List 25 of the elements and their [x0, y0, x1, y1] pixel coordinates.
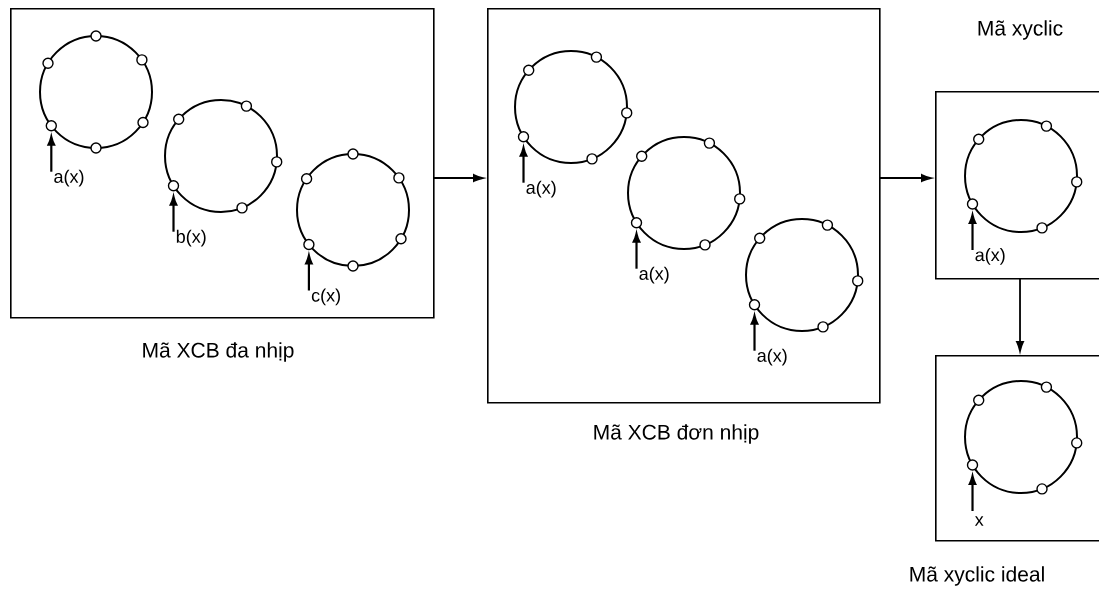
ring-drawing — [39, 30, 153, 154]
ring-drawing — [514, 50, 633, 165]
ring-drawing — [964, 380, 1083, 495]
ring-drawing — [627, 136, 746, 251]
arrow — [47, 135, 56, 172]
node-label: Mã xyclic ideal — [910, 566, 1044, 586]
node-label: Mã XCB đa nhịp — [143, 342, 294, 362]
ring-drawing — [296, 148, 410, 272]
arrow — [1016, 277, 1024, 352]
node-label: Mã XCB đơn nhịp — [594, 424, 759, 444]
arrow — [305, 254, 313, 291]
ring-drawing — [964, 119, 1083, 234]
signal-label: a(x) — [757, 348, 787, 366]
signal-label: a(x) — [639, 266, 669, 284]
arrow — [432, 174, 484, 182]
signal-label: a(x) — [526, 180, 556, 198]
node-label: Mã xyclic — [978, 20, 1063, 40]
ring-drawing — [745, 218, 864, 333]
signal-label: c(x) — [311, 288, 340, 306]
signal-label: a(x) — [54, 169, 84, 187]
arrow — [878, 174, 932, 182]
ring-drawing — [164, 99, 283, 214]
signal-label: b(x) — [176, 229, 206, 247]
signal-label: x — [974, 516, 984, 526]
signal-label: a(x) — [975, 248, 1005, 265]
